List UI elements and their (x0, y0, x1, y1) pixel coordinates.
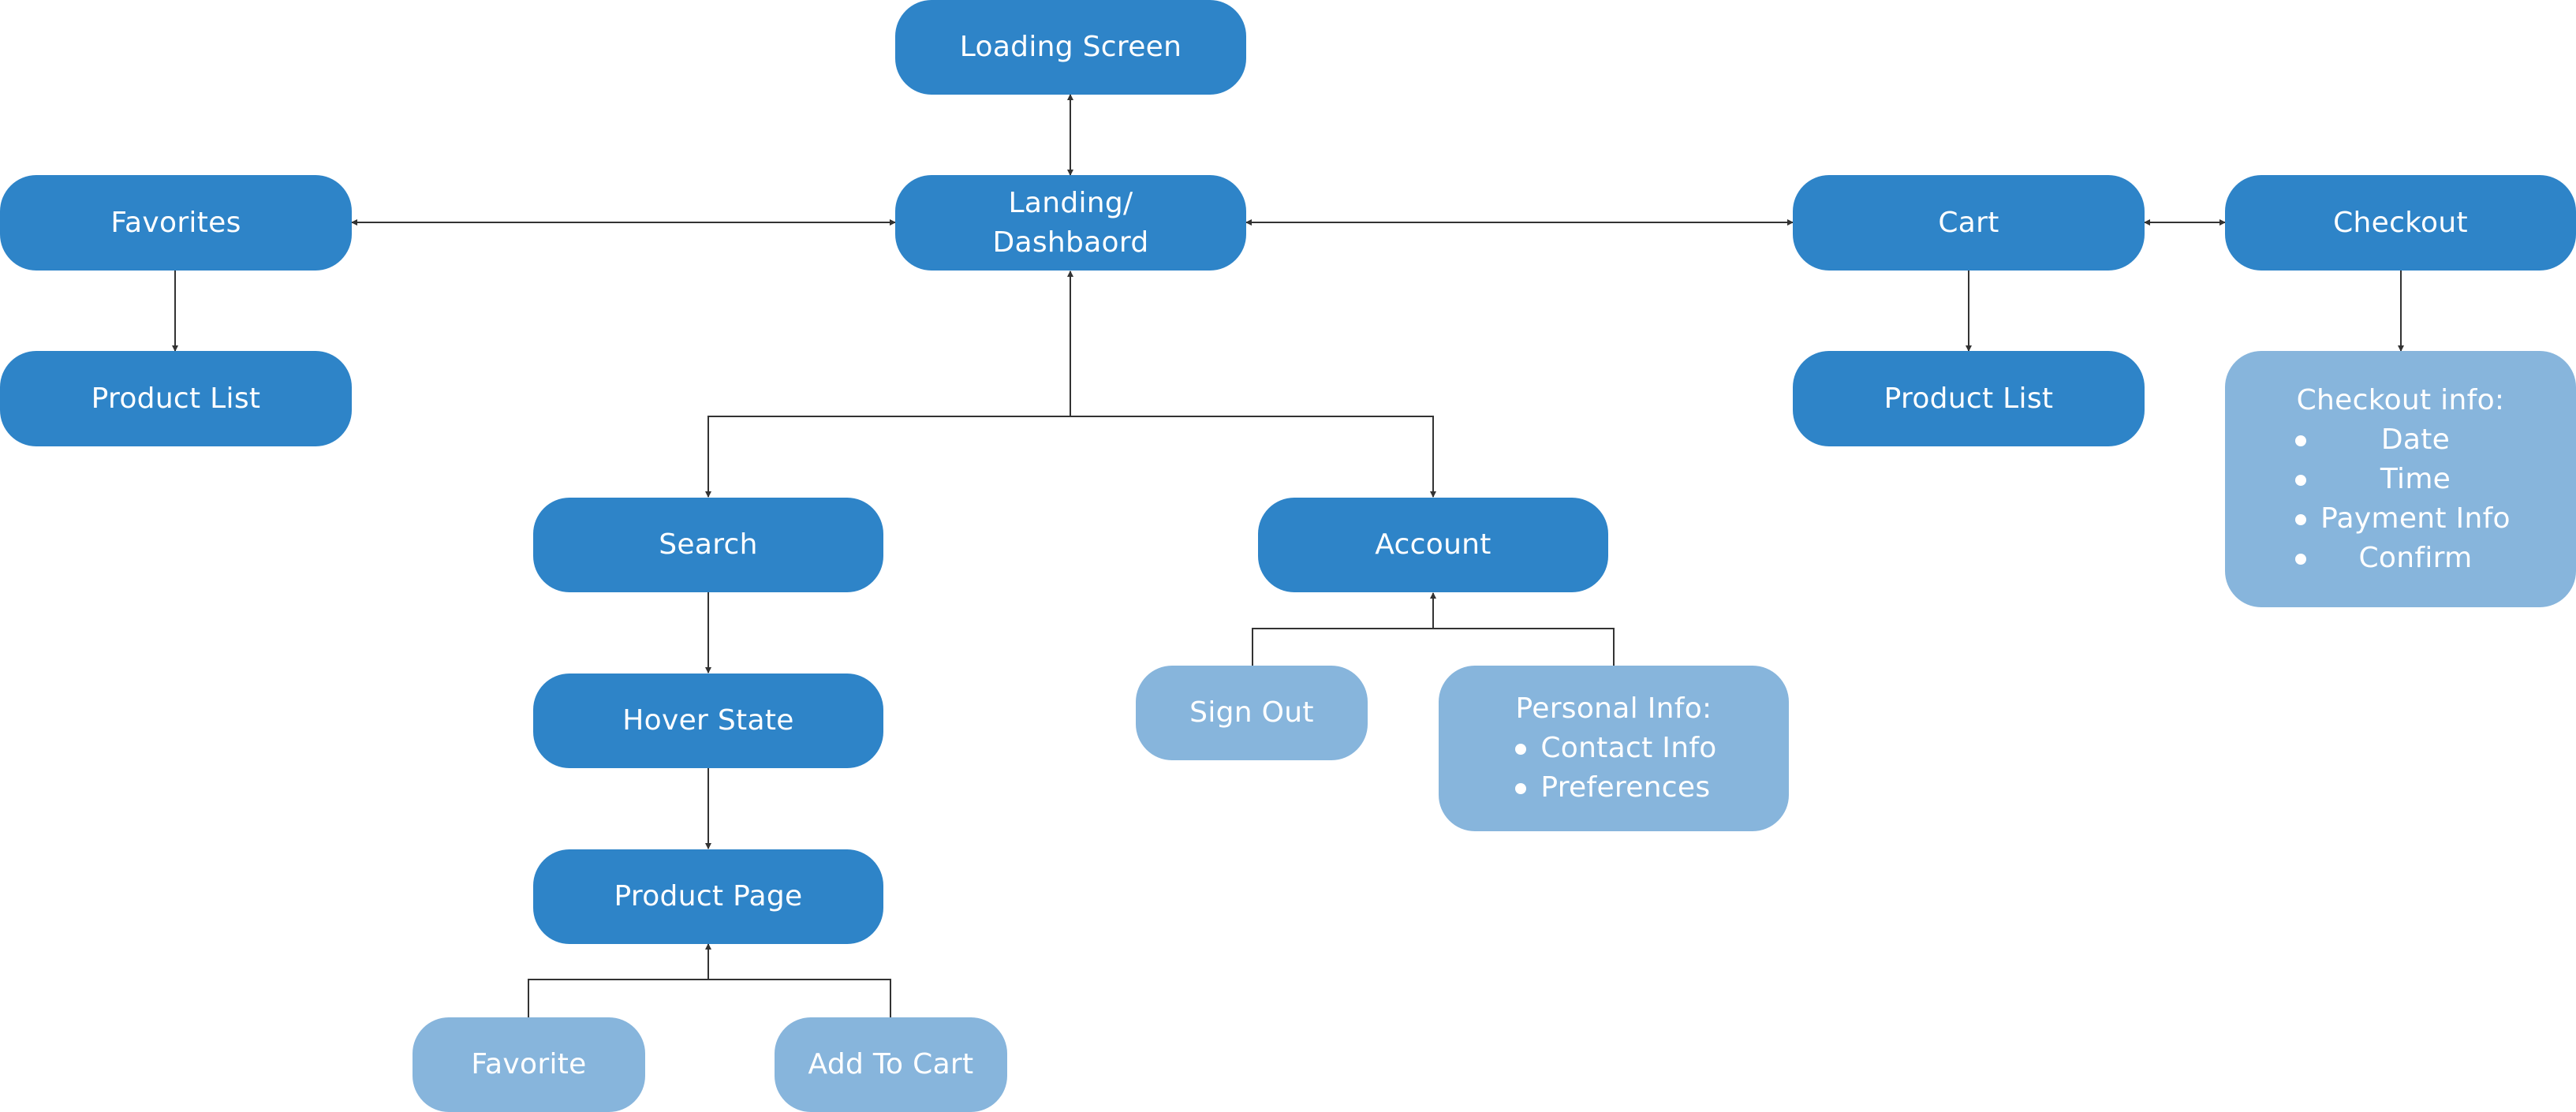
edge-product-favorite (528, 979, 708, 1017)
node-favorites-label: Favorites (110, 206, 241, 239)
node-search-label: Search (659, 528, 758, 561)
node-sign-out: Sign Out (1136, 666, 1368, 760)
node-favorite: Favorite (413, 1017, 645, 1112)
node-personal-info: Personal Info: Contact Info Preferences (1439, 666, 1789, 831)
node-personal-info-content: Personal Info: Contact Info Preferences (1510, 689, 1716, 808)
node-checkout: Checkout (2225, 175, 2576, 271)
personal-info-item: Preferences (1510, 768, 1716, 808)
node-cart: Cart (1793, 175, 2145, 271)
node-landing-line1: Landing/ (1008, 186, 1133, 219)
node-loading-screen-label: Loading Screen (959, 31, 1182, 63)
checkout-info-item: Confirm (2290, 539, 2511, 578)
node-checkout-info-content: Checkout info: Date Time Payment Info Co… (2290, 381, 2511, 578)
node-cart-product-list-label: Product List (1883, 382, 2054, 415)
node-add-to-cart-label: Add To Cart (808, 1048, 974, 1080)
edge-landing-search-account (705, 416, 1070, 498)
node-account-label: Account (1375, 528, 1491, 561)
node-hover-state-label: Hover State (622, 704, 794, 737)
node-sign-out-label: Sign Out (1189, 696, 1314, 729)
node-account: Account (1258, 498, 1608, 592)
node-checkout-info-title: Checkout info: (2296, 383, 2505, 416)
personal-info-item: Contact Info (1510, 729, 1716, 768)
node-cart-product-list: Product List (1793, 351, 2145, 446)
edge-product-addtocart (708, 979, 891, 1017)
node-search: Search (533, 498, 883, 592)
checkout-info-list: Date Time Payment Info Confirm (2290, 420, 2511, 578)
edge-account-signout (1252, 628, 1433, 666)
node-hover-state: Hover State (533, 674, 883, 768)
node-favorites-product-list-label: Product List (91, 382, 261, 415)
checkout-info-item: Payment Info (2290, 499, 2511, 539)
node-add-to-cart: Add To Cart (775, 1017, 1007, 1112)
node-favorites: Favorites (0, 175, 352, 271)
checkout-info-item: Date (2290, 420, 2511, 460)
node-landing-dashboard: Landing/ Dashbaord (895, 175, 1246, 271)
checkout-info-item: Time (2290, 460, 2511, 499)
personal-info-list: Contact Info Preferences (1510, 729, 1716, 808)
node-favorites-product-list: Product List (0, 351, 352, 446)
edge-landing-account (1070, 416, 1436, 498)
node-product-page: Product Page (533, 849, 883, 944)
edge-account-personal (1433, 628, 1615, 666)
node-cart-label: Cart (1938, 206, 1999, 239)
node-checkout-info: Checkout info: Date Time Payment Info Co… (2225, 351, 2576, 607)
node-checkout-label: Checkout (2333, 206, 2468, 239)
node-product-page-label: Product Page (614, 880, 803, 912)
node-favorite-label: Favorite (471, 1048, 587, 1080)
node-personal-info-title: Personal Info: (1515, 692, 1712, 725)
node-loading-screen: Loading Screen (895, 0, 1246, 95)
node-landing-dashboard-text: Landing/ Dashbaord (992, 184, 1148, 263)
node-landing-line2: Dashbaord (992, 226, 1149, 259)
